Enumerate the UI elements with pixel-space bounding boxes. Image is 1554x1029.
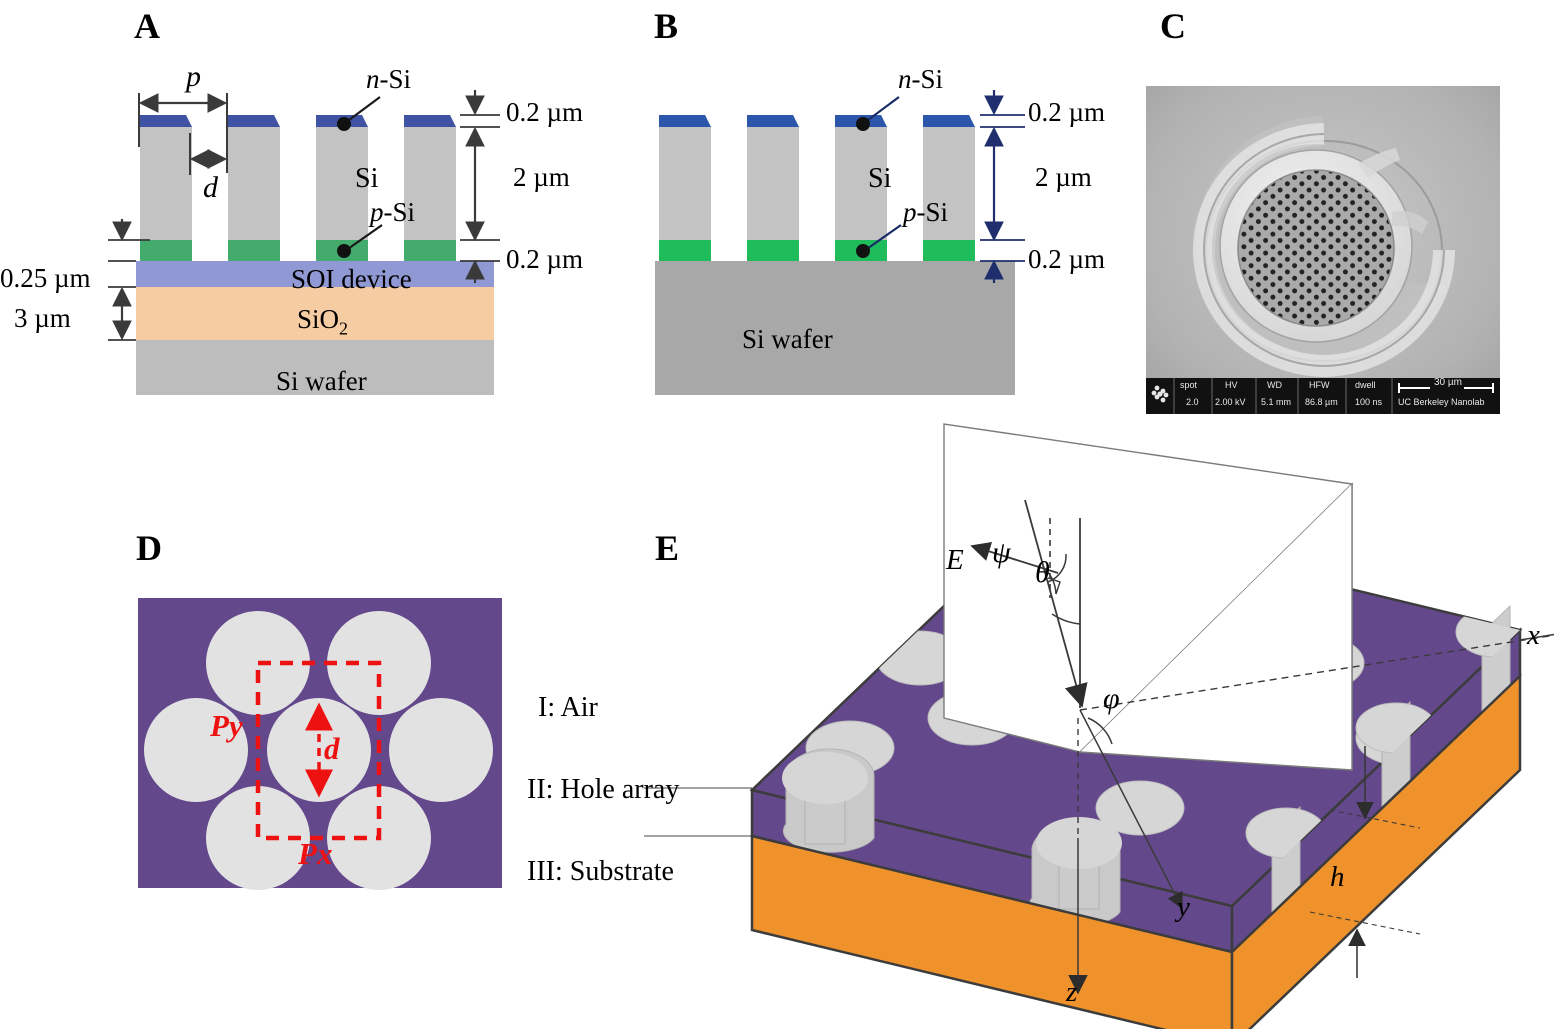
panel-d-px-label: Px bbox=[298, 836, 333, 871]
panel-e-axis-z-label: z bbox=[1066, 976, 1078, 1008]
panel-e-region-ii-label: II: Hole array bbox=[527, 774, 680, 805]
panel-e-efield-label: E bbox=[946, 544, 964, 576]
panel-e-axis-y-label: y bbox=[1177, 891, 1190, 923]
panel-a-pillar-height-label: 2 µm bbox=[513, 162, 570, 192]
panel-a-top-thickness-label: 0.2 µm bbox=[506, 97, 584, 127]
panel-a-psi-label: p-Si bbox=[370, 197, 416, 227]
panel-a-diagram bbox=[0, 55, 520, 415]
panel-a-pitch-label: p bbox=[186, 60, 201, 93]
panel-e-psi-label: ψ bbox=[992, 536, 1011, 569]
panel-a-bottom-thickness-label: 0.2 µm bbox=[506, 244, 584, 274]
panel-b-nsi-label: n-Si bbox=[898, 64, 944, 94]
panel-e-theta-label: θ bbox=[1035, 556, 1050, 589]
panel-c-sem-image bbox=[1146, 86, 1500, 414]
panel-a-oxide-thickness-label: 3 µm bbox=[14, 303, 71, 333]
panel-b-si-wafer-label: Si wafer bbox=[742, 324, 833, 354]
panel-letter-e: E bbox=[655, 528, 680, 568]
panel-e-axis-x-label: x bbox=[1527, 619, 1540, 651]
panel-b-pillar-height-label: 2 µm bbox=[1035, 162, 1092, 192]
panel-b-top-thickness-label: 0.2 µm bbox=[1028, 97, 1106, 127]
panel-b-si-label: Si bbox=[868, 163, 892, 194]
panel-e-phi-label: φ bbox=[1103, 682, 1120, 715]
panel-letter-d: D bbox=[136, 528, 162, 568]
panel-b-diagram bbox=[600, 55, 1120, 415]
panel-b-bottom-thickness-label: 0.2 µm bbox=[1028, 244, 1106, 274]
panel-a-si-label: Si bbox=[355, 163, 379, 194]
panel-a-diameter-label: d bbox=[203, 171, 218, 204]
panel-e-region-iii-label: III: Substrate bbox=[527, 856, 674, 887]
panel-d-diagram bbox=[138, 598, 502, 890]
panel-d-d-label: d bbox=[324, 731, 340, 766]
panel-d-py-label: Py bbox=[210, 708, 243, 743]
panel-a-nsi-label: n-Si bbox=[366, 64, 412, 94]
panel-letter-a: A bbox=[134, 6, 160, 46]
panel-a-soi-thickness-label: 0.25 µm bbox=[0, 263, 91, 293]
panel-b-psi-label: p-Si bbox=[903, 197, 949, 227]
panel-letter-c: C bbox=[1160, 6, 1186, 46]
panel-e-height-label: h bbox=[1330, 861, 1345, 893]
panel-a-sio2-label: SiO2 bbox=[297, 304, 349, 339]
panel-e-region-i-label: I: Air bbox=[538, 692, 598, 723]
panel-a-soi-device-label: SOI device bbox=[291, 264, 412, 294]
panel-letter-b: B bbox=[654, 6, 679, 46]
panel-e-diagram bbox=[520, 418, 1554, 1029]
panel-a-si-wafer-label: Si wafer bbox=[276, 366, 367, 396]
